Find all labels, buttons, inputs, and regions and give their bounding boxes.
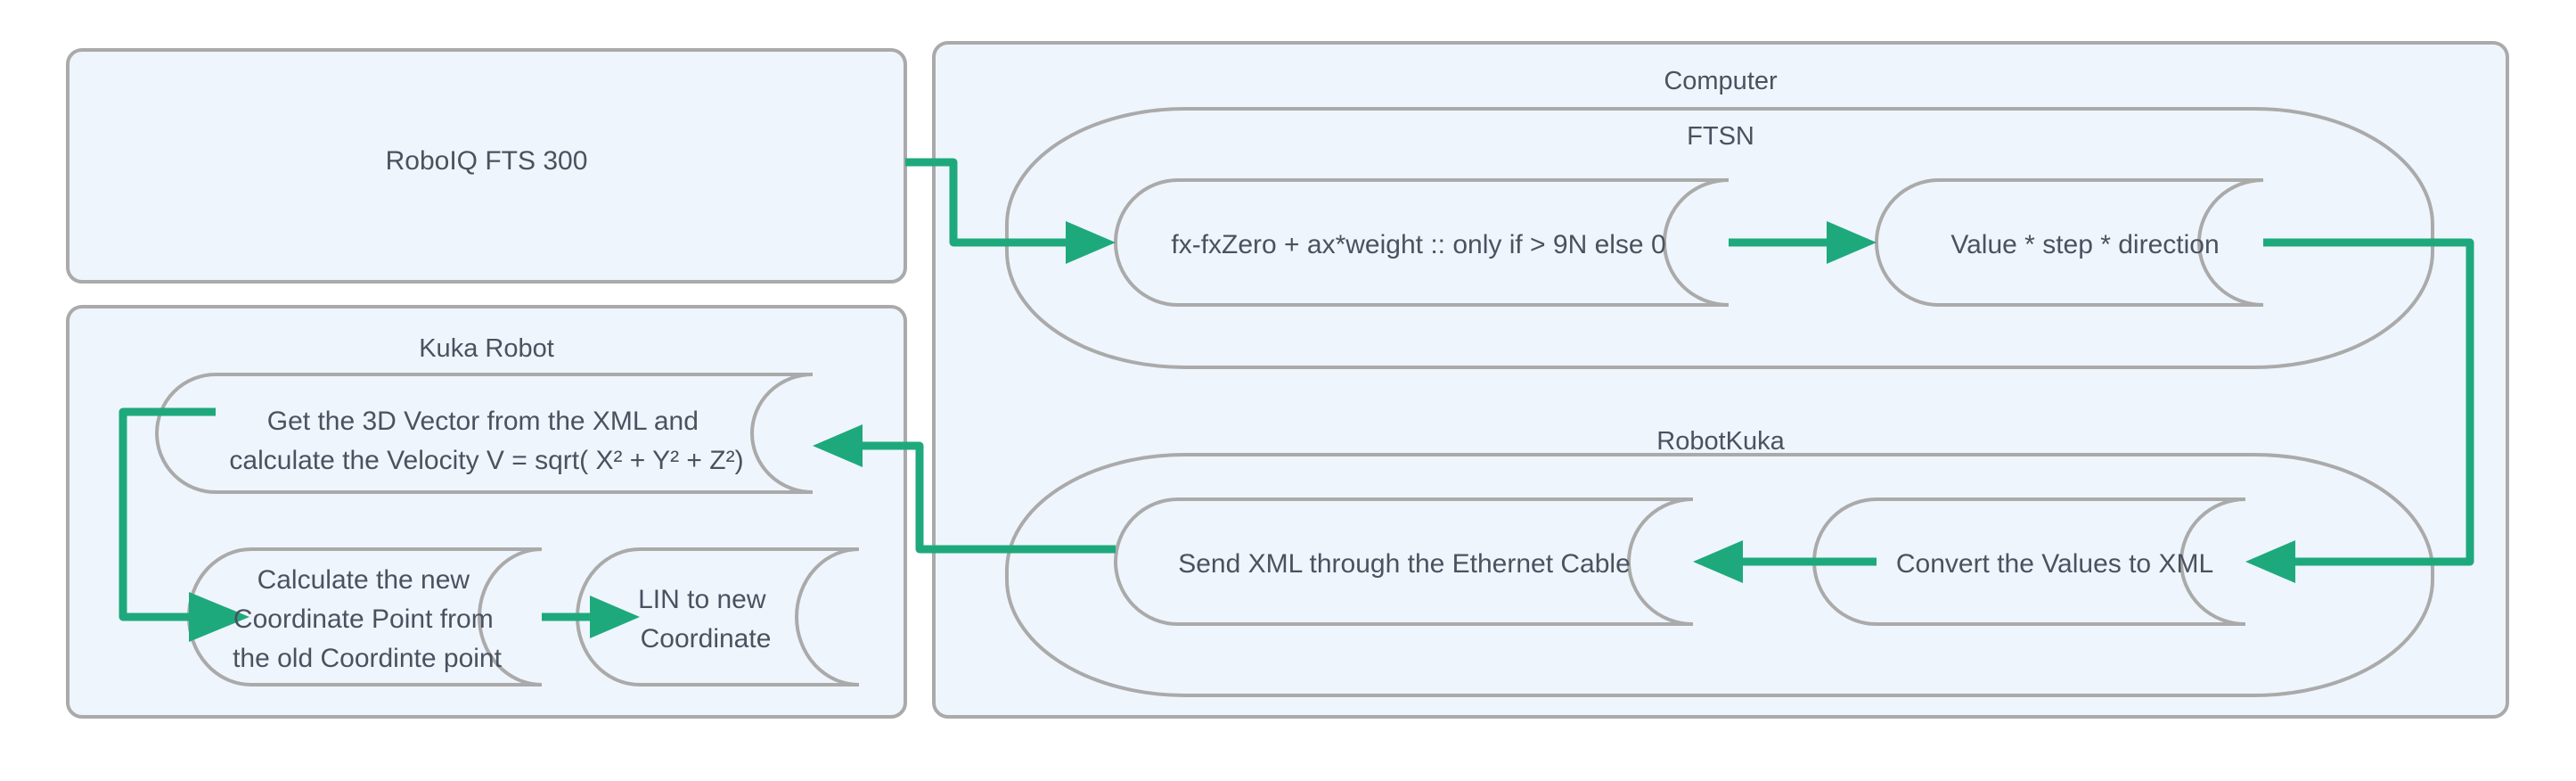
node-get-vector-line1: Get the 3D Vector from the XML and: [267, 407, 699, 436]
node-get-vector-label: Get the 3D Vector from the XML and calcu…: [229, 407, 743, 475]
subgroup-ftsn-label: FTSN: [1687, 122, 1754, 151]
node-value-step-label: Value * step * direction: [1950, 230, 2219, 259]
node-send-xml-shape: [1114, 497, 1694, 626]
node-lin-shape: [576, 547, 860, 686]
node-lin-line2: Coordinate: [641, 624, 772, 654]
subgroup-robotkuka-label: RobotKuka: [1656, 427, 1785, 456]
panel-computer-label: Computer: [1664, 67, 1778, 95]
node-calc-coord-line2: Coordinate Point from: [233, 604, 494, 634]
node-get-vector-shape: [155, 373, 814, 494]
panel-kuka-robot-label: Kuka Robot: [419, 334, 554, 363]
panel-sensor-label: RoboIQ FTS 300: [386, 146, 588, 176]
node-send-xml-label: Send XML through the Ethernet Cable: [1178, 549, 1631, 579]
node-get-vector-line2: calculate the Velocity V = sqrt( X² + Y²…: [229, 446, 743, 475]
node-lin-label: LIN to new Coordinate: [638, 585, 773, 654]
node-force-calc-label: fx-fxZero + ax*weight :: only if > 9N el…: [1171, 230, 1665, 259]
node-force-calc-shape: [1114, 178, 1730, 307]
node-lin-line1: LIN to new: [638, 585, 766, 614]
node-convert-xml-shape: [1812, 497, 2246, 626]
node-calc-coord-label: Calculate the new Coordinate Point from …: [233, 565, 503, 673]
node-calc-coord-line3: the old Coordinte point: [233, 644, 503, 673]
node-calc-coord-line1: Calculate the new: [258, 565, 470, 595]
node-convert-xml-label: Convert the Values to XML: [1896, 549, 2213, 579]
